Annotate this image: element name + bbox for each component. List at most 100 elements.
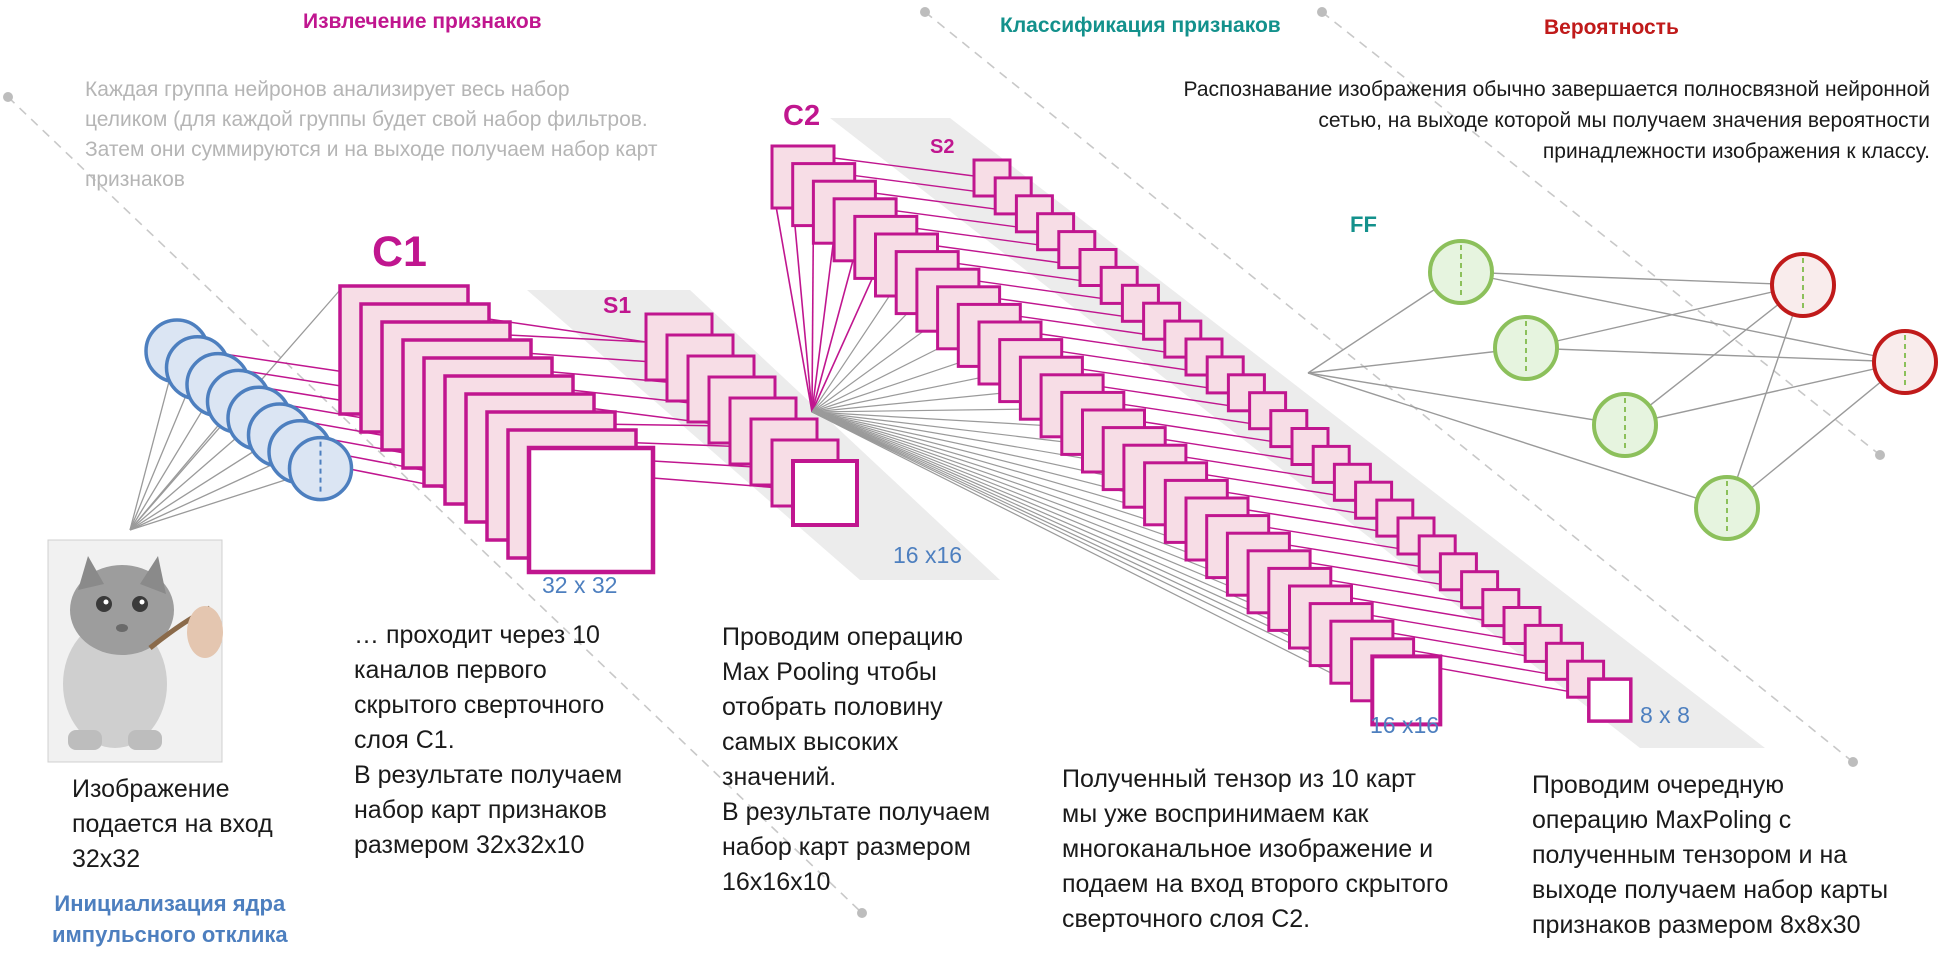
c2-connection-line [811, 411, 1373, 695]
c2-connection-line [811, 373, 1000, 413]
ff-label: FF [1350, 212, 1377, 237]
s2-connection-line [1289, 544, 1441, 571]
c2-connection-line [811, 355, 980, 413]
c2-description: Полученный тензор из 10 карт мы уже восп… [1062, 765, 1449, 933]
recognition-description: Распознавание изображения обычно заверша… [1183, 78, 1930, 163]
c2-connection-line [811, 320, 938, 413]
s2-label: S2 [930, 136, 955, 158]
c1-size-label: 32 x 32 [542, 572, 618, 598]
s2-connection-line [854, 174, 996, 195]
s2-size-label: 8 x 8 [1640, 702, 1690, 728]
probability-heading: Вероятность [1544, 16, 1679, 39]
s2-connection-line [1206, 474, 1356, 499]
s2-connection-line [958, 262, 1102, 285]
c2-connection-line [771, 183, 813, 413]
c2-connection-line [811, 411, 1290, 621]
neuron-groups-description: Каждая группа нейронов анализирует весь … [85, 78, 658, 191]
kitten-photo [47, 539, 223, 763]
s1-connection-line [488, 333, 647, 343]
c2-connection-line [811, 411, 1228, 568]
ff-connection-line [1525, 347, 1906, 363]
ff-connection-line [1624, 284, 1804, 426]
network-layers [144, 144, 1938, 727]
s2-connection-line [875, 192, 1017, 213]
c2-connection-line [811, 411, 1083, 445]
s2-connection-line [1309, 562, 1462, 589]
s2-connection-line [1372, 614, 1526, 643]
c2-connection-line [811, 411, 1249, 586]
c2-connection-line [811, 337, 959, 413]
ff-connection-line [1307, 372, 1626, 426]
c2-connection-line [791, 200, 813, 413]
s2-connection-line [1102, 386, 1250, 410]
ff-connection-line [1624, 361, 1906, 426]
s1-size-label: 16 x16 [893, 542, 963, 568]
ff-connection-line [1726, 284, 1804, 509]
s2-connection-line [1268, 526, 1420, 553]
c2-connection-line [811, 411, 1332, 656]
s2-connection-line [1247, 509, 1399, 535]
c2-connection-line [811, 411, 1311, 639]
feature-classification-heading: Классификация признаков [1000, 14, 1281, 37]
s2-connection-line [937, 245, 1081, 267]
c2-connection-line [811, 253, 856, 413]
s2-connection-line [1392, 632, 1547, 660]
feature-extraction-heading: Извлечение признаков [303, 10, 542, 33]
kernel-init-heading: Инициализация ядра импульсного отклика [52, 891, 288, 947]
ff-connection-line [1726, 361, 1906, 509]
s2-feature-map [1587, 677, 1633, 723]
c2-feature-map [1370, 654, 1443, 727]
ff-connection-line [1460, 271, 1906, 363]
s2-connection-line [896, 210, 1038, 231]
c2-size-label: 16 x16 [1370, 712, 1440, 738]
ff-connection-line [1460, 271, 1804, 286]
guide-dots [3, 7, 1885, 918]
c2-connection-line [811, 218, 815, 413]
s2-connection-line [916, 227, 1059, 249]
ff-connection-line [1525, 284, 1804, 349]
c2-connection-line [811, 408, 1042, 413]
c2-connection-line [811, 270, 877, 413]
c2-connection-line [811, 285, 897, 413]
s2-connection-line [1165, 438, 1314, 464]
s1-connection-line [635, 459, 773, 469]
c2-connection-line [811, 411, 1166, 516]
s1-description: Проводим операцию Max Pooling чтобы отоб… [722, 623, 991, 896]
s2-connection-line [1040, 333, 1187, 356]
c2-connection-line [811, 302, 918, 413]
c2-connection-line [811, 411, 1104, 463]
input-description: Изображение подается на вход 32x32 [72, 775, 273, 873]
s2-connection-line [999, 298, 1144, 320]
connection-lines [129, 157, 1906, 696]
s2-connection-line [1227, 491, 1377, 517]
s2-connection-line [1020, 315, 1165, 338]
s1-label: S1 [603, 292, 632, 318]
s2-connection-line [978, 280, 1123, 302]
c1-feature-map [526, 445, 656, 575]
s1-connection-line [509, 351, 668, 364]
s2-connection-line [1061, 350, 1208, 374]
guide-lines [7, 11, 1881, 914]
s2-connection-line [1144, 421, 1293, 446]
s2-connection-line [1185, 456, 1335, 481]
c2-connection-line [811, 390, 1021, 413]
c2-connection-line [811, 235, 835, 413]
c2-connection-line [811, 411, 1187, 533]
s1-connection-line [530, 369, 689, 385]
c1-description: … проходит через 10 каналов первого скры… [354, 621, 623, 859]
s2-connection-line [1351, 597, 1505, 625]
s2-description: Проводим очередную операцию MaxPoling с … [1532, 771, 1889, 939]
c2-connection-line [811, 411, 1207, 551]
c2-connection-line [811, 411, 1125, 480]
c2-label: C2 [783, 100, 821, 132]
s2-connection-line [1330, 579, 1483, 607]
s1-feature-map [791, 459, 859, 527]
s2-connection-line [833, 157, 975, 177]
c2-connection-line [811, 411, 1145, 498]
s2-connection-line [1440, 667, 1589, 696]
c1-label: C1 [372, 228, 427, 276]
c2-connection-line [811, 411, 1270, 604]
s2-connection-line [1082, 368, 1229, 392]
